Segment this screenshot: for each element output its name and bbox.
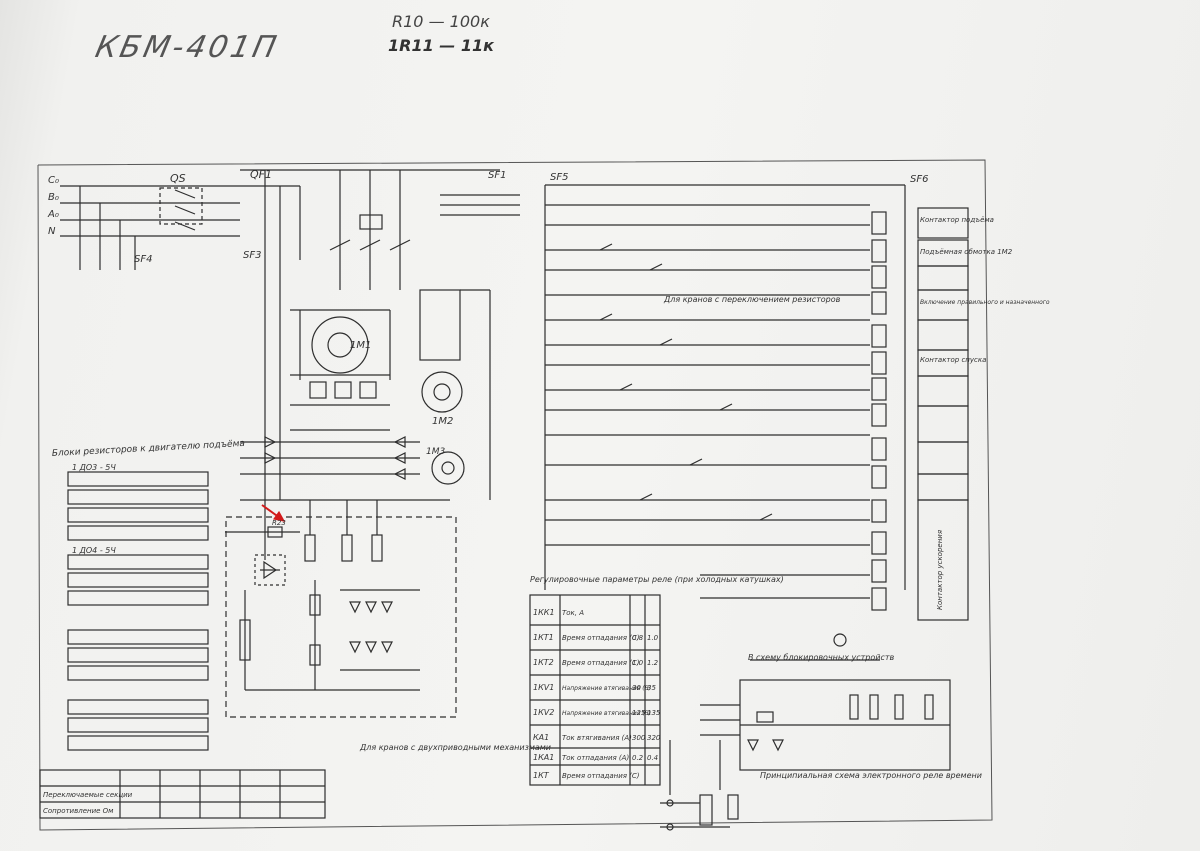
breaker-sf3-label: SF3 [243, 250, 261, 261]
param-row-relay: КА1 [533, 733, 549, 742]
resistor-note-r10: R10 — 100к [392, 12, 490, 31]
param-row-v1: 0.2 [632, 754, 644, 762]
param-row-relay: 1КV2 [533, 708, 554, 717]
param-row-param: Время отпадания (С) [562, 659, 640, 667]
breaker-qs-label: QS [170, 172, 186, 185]
motor-1m3-label: 1М3 [426, 447, 445, 457]
note-signaling: В схему блокировочных устройств [748, 653, 895, 662]
resistor-note-r11: 1R11 — 11к [388, 36, 494, 55]
phase-label-n: N [48, 226, 56, 237]
bottom-table-row1: Переключаемые секции [43, 791, 133, 799]
param-row-param: Напряжение втягивания (В) [562, 710, 651, 717]
phase-label-c: C₀ [48, 175, 59, 186]
param-row-v1: 300 [632, 734, 646, 742]
param-row-v2: 135 [647, 709, 661, 717]
coil-label-lift: Контактор подъёма [920, 216, 994, 224]
param-row-relay: 1КТ2 [533, 658, 554, 667]
motor-1m1-label: 1М1 [350, 340, 371, 351]
resistor-blocks-caption: Блоки резисторов к двигателю подъёма [52, 439, 246, 459]
coil-label-winding: Подъёмная обмотка 1М2 [920, 248, 1013, 256]
param-row-v2: 1.0 [647, 634, 659, 642]
breaker-sf1-label: SF1 [488, 170, 506, 181]
breaker-sf5-label: SF5 [550, 172, 568, 183]
motor-1m2-label: 1М2 [432, 416, 453, 427]
breaker-sf4-label: SF4 [134, 254, 152, 265]
param-row-param: Ток втягивания (А) [562, 734, 632, 742]
coil-label-enable: Включение правильного и назначенного [920, 299, 1050, 306]
param-table-title: Регулировочные параметры реле (при холод… [530, 575, 784, 584]
param-row-v2: 35 [647, 684, 656, 692]
small-schematic-caption: Принципиальная схема электронного реле в… [760, 771, 982, 780]
breaker-qf1-label: QF1 [250, 168, 272, 181]
param-row-v2: 0.4 [647, 754, 658, 762]
param-row-param: Напряжение втягивания (В) [562, 685, 651, 692]
param-row-v2: 1.2 [647, 659, 659, 667]
note-resistor-switching: Для кранов с переключением резисторов [663, 295, 841, 304]
red-arrow-target-label: R23 [272, 519, 286, 527]
breaker-sf6-label: SF6 [910, 174, 928, 185]
param-row-v1: 30 [632, 684, 641, 692]
bottom-table-row2: Сопротивление Ом [43, 807, 114, 815]
resistor-block-id-1: 1 ДО3 - 5Ч [72, 463, 116, 472]
phase-label-b: B₀ [48, 192, 59, 203]
note-two-drive: Для кранов с двухприводными механизмами [359, 743, 551, 752]
param-row-relay: 1КА1 [533, 753, 554, 762]
coil-label-lower: Контактор спуска [920, 356, 986, 364]
param-row-v1: 0.8 [632, 634, 644, 642]
param-row-relay: 1КК1 [533, 608, 555, 617]
param-row-v2: 320 [647, 734, 661, 742]
coil-label-accel: Контактор ускорения [936, 530, 944, 610]
param-row-relay: 1КV1 [533, 683, 554, 692]
param-row-param: Время отпадания (С) [562, 634, 640, 642]
param-row-v1: 1.0 [632, 659, 644, 667]
resistor-block-id-2: 1 ДО4 - 5Ч [72, 546, 116, 555]
phase-label-a: A₀ [47, 209, 59, 220]
param-row-relay: 1КТ1 [533, 633, 554, 642]
param-row-relay: 1КТ [533, 771, 550, 780]
param-row-param: Ток, А [562, 609, 584, 617]
param-row-param: Время отпадания (С) [562, 772, 640, 780]
param-row-v1: 125 [632, 709, 646, 717]
param-row-param: Ток отпадания (А) [562, 754, 629, 762]
